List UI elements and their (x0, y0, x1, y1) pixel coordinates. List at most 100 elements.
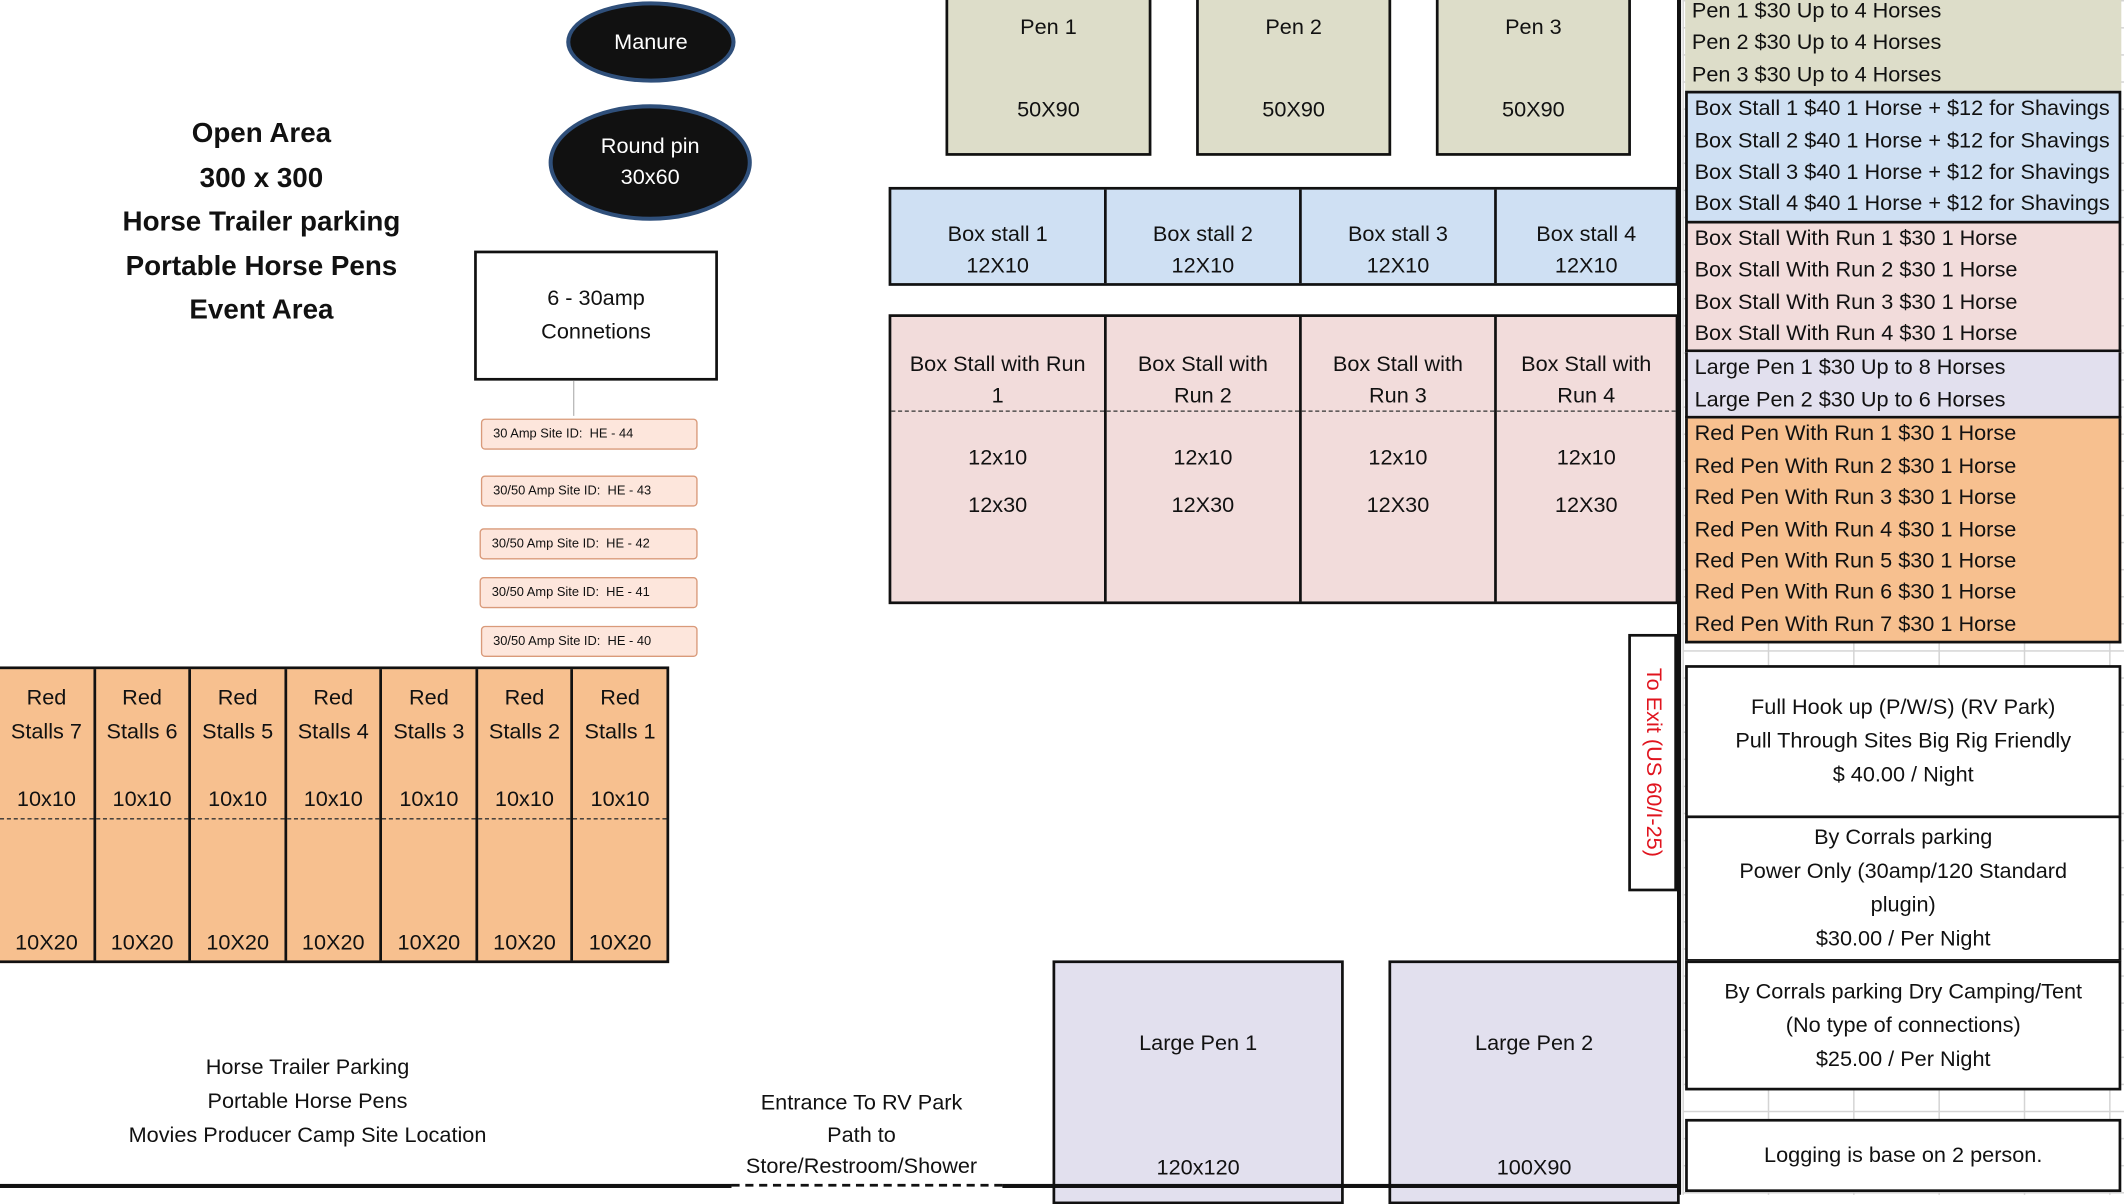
box-stall: Box stall 1 12X10 (891, 189, 1107, 284)
price-line: Box Stall 4 $40 1 Horse + $12 for Shavin… (1694, 192, 2110, 216)
run-stall-run: 12X30 (1497, 412, 1676, 602)
price-line: Red Pen With Run 4 $30 1 Horse (1694, 518, 2017, 542)
box-stall-name: Box stall 3 (1347, 222, 1448, 246)
entrance-label: Entrance To RV Park Path to Store/Restro… (745, 1091, 978, 1179)
pen-size: 50X90 (1017, 98, 1080, 122)
bottom-left-label: Horse Trailer Parking Portable Horse Pen… (128, 1056, 487, 1148)
info-text: By Corrals parking Power Only (30amp/120… (1739, 826, 2068, 951)
red-stall-size: 10x10 (399, 788, 459, 812)
price-group-red-pens: Red Pen With Run 1 $30 1 Horse Red Pen W… (1685, 418, 2122, 644)
site-tag-label: 30 Amp Site ID: HE - 44 (493, 426, 634, 442)
connector-line (572, 380, 575, 416)
price-line: Red Pen With Run 5 $30 1 Horse (1694, 549, 2017, 573)
exit-label: To Exit (US 60/I-25) (1641, 668, 1665, 858)
pen-name: Pen 3 (1505, 16, 1562, 40)
red-stall-run: 10X20 (191, 820, 284, 961)
red-stall-name: Red Stalls 5 (202, 686, 274, 744)
price-line: Box Stall With Run 1 $30 1 Horse (1694, 227, 2018, 251)
price-line: Large Pen 1 $30 Up to 8 Horses (1694, 356, 2006, 380)
red-stall-header: Red Stalls 7 10x10 (0, 669, 93, 820)
box-stall-size: 12X10 (1171, 253, 1235, 278)
pen: Pen 2 50X90 (1196, 0, 1392, 156)
red-stall: Red Stalls 1 10x10 10X20 (573, 669, 667, 960)
run-stall-header: Box Stall with Run 3 12x10 (1301, 317, 1495, 470)
red-stall-name: Red Stalls 2 (488, 686, 561, 744)
price-line: Red Pen With Run 1 $30 1 Horse (1694, 423, 2017, 447)
price-group-large-pens: Large Pen 1 $30 Up to 8 Horses Large Pen… (1685, 352, 2122, 419)
pen: Pen 3 50X90 (1435, 0, 1631, 156)
site-tag: 30/50 Amp Site ID: HE - 40 (480, 625, 698, 657)
red-stall-run-size: 10X20 (493, 931, 556, 955)
run-size: 12x30 (968, 494, 1028, 518)
site-tag-label: 30/50 Amp Site ID: HE - 41 (491, 585, 650, 601)
red-stall-run-size: 10X20 (588, 931, 652, 955)
price-line: Red Pen With Run 3 $30 1 Horse (1694, 486, 2017, 510)
run-stall-size: 12x10 (1173, 447, 1233, 471)
open-area-line: Portable Horse Pens (125, 249, 398, 282)
pen-name: Pen 2 (1265, 16, 1322, 40)
pen-name: Pen 1 (1020, 16, 1077, 40)
connections-label: 6 - 30amp Connetions (541, 287, 651, 345)
entrance-gap (731, 1183, 1003, 1187)
price-line: Red Pen With Run 7 $30 1 Horse (1694, 613, 2017, 637)
manure-area: Manure (566, 1, 736, 83)
run-stall-header: Box Stall with Run 1 12x10 (891, 317, 1104, 470)
run-stall-run: 12X30 (1107, 412, 1299, 602)
box-stall-name: Box stall 2 (1152, 222, 1253, 246)
red-stall-run-size: 10X20 (301, 931, 365, 955)
box-stall-size: 12X10 (1554, 253, 1618, 278)
run-stall-run: 12x30 (891, 412, 1104, 602)
run-size: 12X30 (1171, 494, 1235, 518)
round-pin-size: 30x60 (620, 166, 680, 190)
box-stall: Box stall 2 12X10 (1107, 189, 1302, 284)
run-stall-name: Box Stall with Run 4 (1521, 353, 1652, 408)
price-group-pens: Pen 1 $30 Up to 4 Horses Pen 2 $30 Up to… (1685, 0, 2122, 92)
site-tag: 30 Amp Site ID: HE - 44 (480, 418, 698, 450)
connections-box: 6 - 30amp Connetions (474, 250, 718, 381)
open-area-line: Event Area (189, 293, 334, 326)
red-stall-run: 10X20 (478, 820, 571, 961)
run-stall-row: Box Stall with Run 1 12x10 12x30 Box Sta… (888, 314, 1679, 605)
large-pen: Large Pen 2 100X90 (1388, 960, 1680, 1204)
red-stall: Red Stalls 6 10x10 10X20 (95, 669, 192, 961)
pen: Pen 1 50X90 (945, 0, 1152, 156)
run-size: 12X30 (1554, 494, 1618, 518)
price-line: Box Stall With Run 2 $30 1 Horse (1694, 259, 2018, 283)
red-stall-name: Red Stalls 7 (10, 686, 82, 744)
bottom-boundary (1002, 1183, 1680, 1188)
box-stall-name: Box stall 1 (947, 222, 1048, 246)
price-line: Box Stall 3 $40 1 Horse + $12 for Shavin… (1694, 161, 2110, 185)
red-stall-name: Red Stalls 4 (297, 686, 369, 744)
info-text: Logging is base on 2 person. (1764, 1143, 2043, 1167)
run-stall-name: Box Stall with Run 2 (1137, 353, 1268, 408)
info-dry-camping: By Corrals parking Dry Camping/Tent (No … (1685, 960, 2122, 1091)
run-size: 12X30 (1366, 494, 1430, 518)
run-stall-header: Box Stall with Run 4 12x10 (1496, 317, 1676, 470)
price-list: Pen 1 $30 Up to 4 Horses Pen 2 $30 Up to… (1685, 0, 2122, 644)
red-stall-run: 10X20 (287, 820, 380, 961)
price-line: Red Pen With Run 2 $30 1 Horse (1694, 454, 2017, 478)
red-stall-size: 10x10 (494, 788, 554, 812)
large-pen-name: Large Pen 2 (1475, 1032, 1594, 1056)
red-stall-header: Red Stalls 1 10x10 (573, 669, 667, 820)
red-stall-header: Red Stalls 2 10x10 (478, 669, 571, 820)
price-line: Box Stall 1 $40 1 Horse + $12 for Shavin… (1694, 97, 2110, 121)
red-stall-run-size: 10X20 (110, 931, 174, 955)
box-stall-size: 12X10 (966, 253, 1029, 278)
info-full-hookup: Full Hook up (P/W/S) (RV Park) Pull Thro… (1685, 665, 2122, 819)
run-stall-size: 12x10 (1368, 447, 1428, 471)
red-stall: Red Stalls 3 10x10 10X20 (382, 669, 479, 961)
red-stall: Red Stalls 2 10x10 10X20 (478, 669, 574, 961)
pen-size: 50X90 (1262, 98, 1325, 122)
red-stall-run-size: 10X20 (15, 931, 78, 955)
box-stall-name: Box stall 4 (1536, 222, 1637, 246)
round-pin-name: Round pin (600, 135, 700, 159)
info-power-only: By Corrals parking Power Only (30amp/120… (1685, 815, 2122, 962)
round-pin: Round pin 30x60 (548, 104, 752, 221)
box-stall-size: 12X10 (1366, 253, 1430, 278)
run-stall: Box Stall with Run 2 12x10 12X30 (1106, 316, 1302, 602)
red-stall-run-size: 10X20 (397, 931, 461, 955)
site-tag-label: 30/50 Amp Site ID: HE - 43 (493, 483, 652, 499)
info-text: Full Hook up (P/W/S) (RV Park) Pull Thro… (1735, 696, 2072, 788)
